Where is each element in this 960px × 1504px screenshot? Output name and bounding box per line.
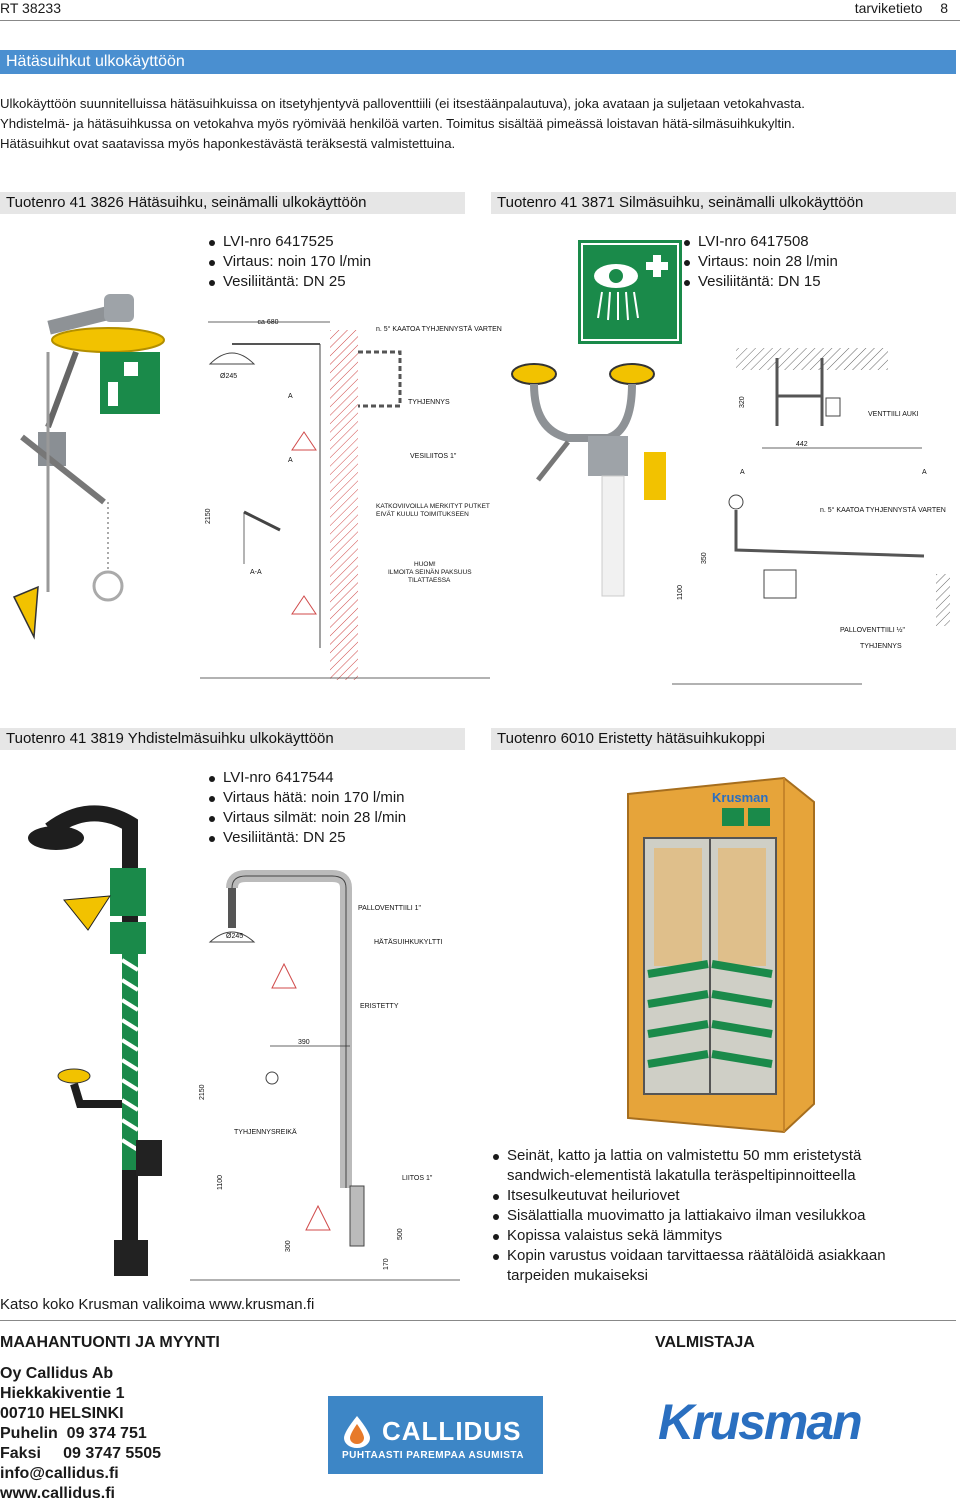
emergency-shower-photo [12, 294, 165, 640]
note-label: KATKOVIIVOILLA MERKITYT PUTKET [376, 503, 490, 510]
shower-booth-photo: Krusman [627, 776, 815, 1134]
dim-label: Ø245 [226, 933, 243, 940]
product-heading: Tuotenro 41 3871 Silmäsuihku, seinämalli… [491, 192, 956, 214]
phone-number: Puhelin 09 374 751 [0, 1425, 147, 1442]
spec-item: Virtaus: noin 170 l/min [207, 252, 371, 272]
spec-item: Vesiliitäntä: DN 15 [682, 272, 838, 292]
spec-item: Virtaus silmät: noin 28 l/min [207, 808, 406, 828]
fax-number: Faksi 09 3747 5505 [0, 1445, 162, 1462]
insulation-label: ERISTETTY [360, 1003, 399, 1010]
spec-item: LVI-nro 6417508 [682, 232, 838, 252]
product-heading: Tuotenro 6010 Eristetty hätäsuihkukoppi [491, 728, 956, 750]
dim-label: 442 [796, 441, 808, 448]
height-dim: 2150 [205, 508, 212, 524]
street-address: Hiekkakiventie 1 [0, 1385, 125, 1402]
section-marker: A [288, 457, 293, 464]
feature-item: Itsesulkeutuvat heiluriovet [491, 1186, 911, 1206]
header-rule [0, 20, 960, 21]
product-heading: Tuotenro 41 3819 Yhdistelmäsuihku ulkokä… [0, 728, 465, 750]
footer-rule [0, 1320, 956, 1321]
section-name: tarviketieto [854, 0, 923, 16]
valve-label: VENTTIILI AUKI [868, 411, 919, 418]
importer-heading: MAAHANTUONTI JA MYYNTI [0, 1334, 220, 1351]
page-title: Hätäsuihkut ulkokäyttöön [0, 50, 956, 74]
intro-line: Hätäsuihkut ovat saatavissa myös haponke… [0, 136, 456, 151]
dim-label: 350 [701, 552, 708, 564]
feature-item: Kopissa valaistus sekä lämmitys [491, 1226, 911, 1246]
feature-item: Kopin varustus voidaan tarvittaessa räät… [491, 1246, 911, 1286]
note-label: EIVÄT KUULU TOIMITUKSEEN [376, 510, 469, 518]
catalog-note: Katso koko Krusman valikoima www.krusman… [0, 1296, 315, 1313]
combination-shower-photo [28, 805, 162, 1276]
height-dim: 500 [397, 1228, 404, 1240]
krusman-wordmark: Krusman [658, 1394, 863, 1450]
product-specs: LVI-nro 6417544 Virtaus hätä: noin 170 l… [207, 768, 406, 848]
dim-label: ca 680 [257, 319, 278, 326]
valve-label: PALLOVENTTIILI ½" [840, 626, 906, 634]
callidus-wordmark: CALLIDUS [382, 1416, 522, 1446]
eyewash-photo [511, 363, 666, 597]
drain-label: TYHJENNYSREIKÄ [234, 1128, 297, 1136]
eyewash-technical-drawing: 320 VENTTIILI AUKI 442 A A n. 5° KAATOA … [672, 348, 950, 685]
feature-item: Sisälattialla muovimatto ja lattiakaivo … [491, 1206, 911, 1226]
spec-item: Virtaus: noin 28 l/min [682, 252, 838, 272]
section-marker: A [740, 469, 745, 476]
drain-label: TYHJENNYS [860, 643, 902, 650]
doc-code: RT 38233 [0, 0, 61, 16]
dim-label: 1100 [677, 585, 684, 600]
page-info: tarviketieto 8 [855, 0, 948, 16]
height-dim: 170 [383, 1258, 390, 1270]
note-label: ILMOITA SEINÄN PAKSUUS [388, 568, 472, 576]
slope-label: n. 5° KAATOA TYHJENNYSTÄ VARTEN [376, 325, 502, 333]
product-specs: LVI-nro 6417525 Virtaus: noin 170 l/min … [207, 232, 371, 292]
valve-label: PALLOVENTTIILI 1" [358, 905, 422, 912]
product-heading: Tuotenro 41 3826 Hätäsuihku, seinämalli … [0, 192, 465, 214]
spec-item: LVI-nro 6417544 [207, 768, 406, 788]
wall-hatch [330, 330, 358, 680]
product-specs: LVI-nro 6417508 Virtaus: noin 28 l/min V… [682, 232, 838, 292]
company-name: Oy Callidus Ab [0, 1365, 114, 1382]
page-number: 8 [940, 0, 948, 16]
droplet-icon [344, 1416, 370, 1448]
spec-item: Vesiliitäntä: DN 25 [207, 828, 406, 848]
manufacturer-heading: VALMISTAJA [655, 1334, 755, 1351]
booth-brand: Krusman [712, 790, 768, 805]
booth-features: Seinät, katto ja lattia on valmistettu 5… [491, 1146, 911, 1286]
feature-item: Seinät, katto ja lattia on valmistettu 5… [491, 1146, 911, 1186]
spec-item: LVI-nro 6417525 [207, 232, 371, 252]
connection-label: VESILIITOS 1" [410, 453, 457, 460]
note-label: HUOM! [414, 561, 436, 568]
combination-technical-drawing: PALLOVENTTIILI 1" Ø245 HÄTÄSUIHKUKYLTTI … [190, 870, 460, 1281]
importer-address: Oy Callidus Ab Hiekkakiventie 1 00710 HE… [0, 1364, 161, 1504]
eyewash-sign [578, 240, 682, 344]
krusman-logo: Krusman [658, 1392, 863, 1452]
dim-label: Ø245 [220, 373, 237, 380]
section-marker: A [288, 393, 293, 400]
callidus-tagline: PUHTAASTI PAREMPAA ASUMISTA [342, 1450, 525, 1461]
spec-item: Virtaus hätä: noin 170 l/min [207, 788, 406, 808]
height-dim: 2150 [199, 1084, 206, 1100]
callidus-logo: CALLIDUS PUHTAASTI PAREMPAA ASUMISTA [328, 1396, 543, 1474]
dim-label: 390 [298, 1039, 310, 1046]
note-label: TILATTAESSA [408, 577, 451, 584]
section-marker: A [922, 469, 927, 476]
sign-label: HÄTÄSUIHKUKYLTTI [374, 938, 442, 946]
postal-city: 00710 HELSINKI [0, 1405, 124, 1422]
dim-label: 320 [739, 396, 746, 408]
intro-line: Ulkokäyttöön suunnitelluissa hätäsuihkui… [0, 96, 805, 111]
height-dim: 300 [285, 1240, 292, 1252]
connection-label: LIITOS 1" [402, 1175, 433, 1182]
drain-label: TYHJENNYS [408, 399, 450, 406]
spec-item: Vesiliitäntä: DN 25 [207, 272, 371, 292]
website-link[interactable]: www.callidus.fi [0, 1485, 115, 1502]
section-label: A-A [250, 569, 262, 576]
height-dim: 1100 [217, 1175, 224, 1190]
email-link[interactable]: info@callidus.fi [0, 1465, 119, 1482]
intro-line: Yhdistelmä- ja hätäsuihkussa on vetokahv… [0, 116, 796, 131]
slope-label: n. 5° KAATOA TYHJENNYSTÄ VARTEN [820, 506, 946, 514]
intro-text: Ulkokäyttöön suunnitelluissa hätäsuihkui… [0, 94, 956, 154]
shower-technical-drawing: ca 680 n. 5° KAATOA TYHJENNYSTÄ VARTEN Ø… [200, 319, 502, 680]
